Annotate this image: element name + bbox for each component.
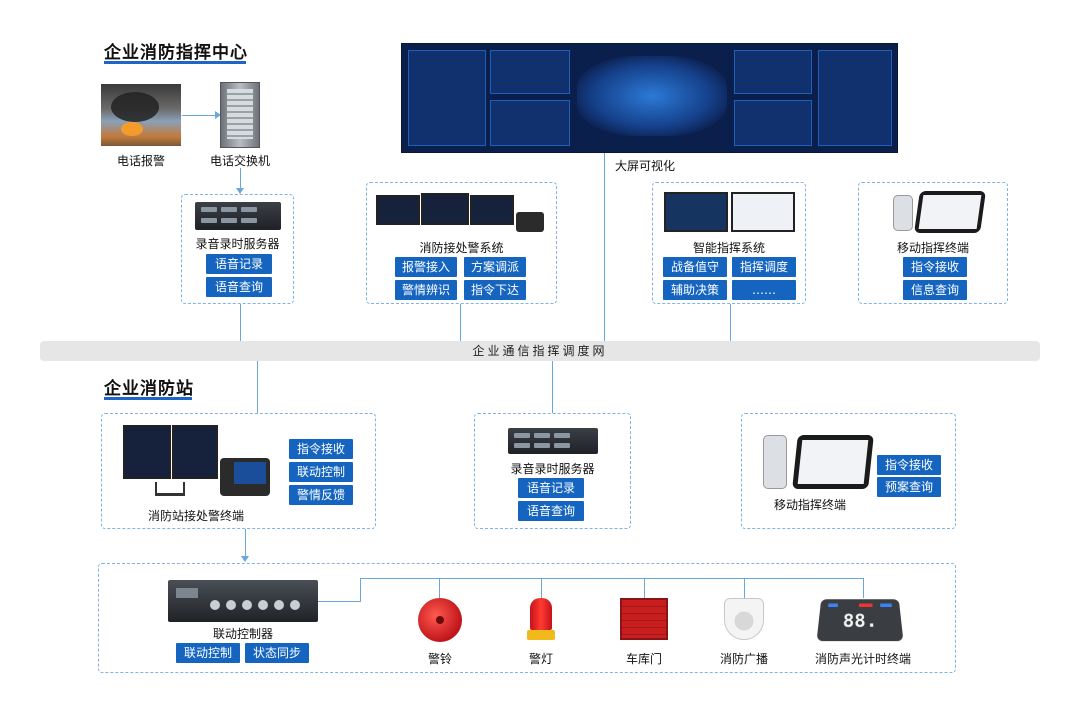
- standby-duty-button[interactable]: 战备值守: [663, 257, 727, 277]
- more-button[interactable]: ……: [732, 280, 796, 300]
- broadcast-label: 消防广播: [719, 652, 768, 666]
- command-issue-button[interactable]: 指令下达: [464, 280, 526, 300]
- station-voice-record-button[interactable]: 语音记录: [518, 478, 584, 498]
- arrow-right-icon: [215, 111, 221, 119]
- station-linkage-control-button[interactable]: 联动控制: [289, 462, 353, 482]
- incident-identify-button[interactable]: 警情辨识: [395, 280, 457, 300]
- alarm-access-button[interactable]: 报警接入: [395, 257, 457, 277]
- station-recorder-label: 录音录时服务器: [510, 462, 595, 476]
- mobile-phone-image: [893, 195, 913, 231]
- alarm-monitor-center: [421, 193, 469, 225]
- center-command-receive-button[interactable]: 指令接收: [903, 257, 967, 277]
- plan-dispatch-button[interactable]: 方案调派: [464, 257, 526, 277]
- warning-light-label: 警灯: [528, 652, 553, 666]
- network-to-station-recorder-line: [552, 361, 553, 413]
- arrow-down-icon: [241, 556, 249, 562]
- big-screen-visualization: [401, 43, 898, 153]
- sound-light-timer-label: 消防声光计时终端: [814, 652, 911, 666]
- bus-to-garage: [644, 578, 645, 598]
- controller-bus-riser: [360, 578, 361, 602]
- plan-query-button[interactable]: 预案查询: [877, 477, 941, 497]
- alarm-system-label: 消防接处警系统: [419, 241, 504, 255]
- center-mobile-label: 移动指挥终端: [896, 241, 969, 255]
- broadcast-speaker-icon: [724, 598, 764, 640]
- station-desk-phone-icon: [220, 458, 270, 496]
- station-tablet-image: [792, 435, 874, 489]
- device-bus-line: [360, 578, 864, 579]
- desk-phone-icon: [516, 212, 544, 232]
- switch-to-recorder-line: [240, 168, 241, 192]
- arrow-down-icon: [236, 188, 244, 194]
- communication-network-bar: 企业通信指挥调度网: [40, 341, 1040, 361]
- alarm-bell-label: 警铃: [427, 652, 452, 666]
- recorder-to-network-line: [240, 304, 241, 342]
- station-voice-query-button[interactable]: 语音查询: [518, 501, 584, 521]
- terminal-to-devices-line: [245, 529, 246, 558]
- station-command-receive-button[interactable]: 指令接收: [289, 439, 353, 459]
- station-terminal-label: 消防站接处警终端: [147, 509, 244, 523]
- decision-support-button[interactable]: 辅助决策: [663, 280, 727, 300]
- device-linkage-control-button[interactable]: 联动控制: [176, 643, 240, 663]
- bus-to-bell: [439, 578, 440, 598]
- bus-to-light: [541, 578, 542, 598]
- timer-display: 88.: [842, 610, 878, 632]
- incident-feedback-button[interactable]: 警情反馈: [289, 485, 353, 505]
- command-monitor-right: [731, 192, 795, 232]
- command-system-to-network-line: [730, 304, 731, 342]
- alarm-to-switch-line: [182, 115, 218, 116]
- warning-light-icon: [530, 598, 552, 630]
- phone-alarm-image: [101, 84, 181, 146]
- center-recorder-label: 录音录时服务器: [195, 237, 280, 251]
- command-system-label: 智能指挥系统: [692, 241, 765, 255]
- controller-output-line: [318, 601, 360, 602]
- sound-light-timer-icon: 88.: [816, 599, 904, 642]
- alarm-monitor-right: [470, 195, 514, 225]
- monitor-stand: [155, 482, 185, 496]
- info-query-button[interactable]: 信息查询: [903, 280, 967, 300]
- station-title: 企业消防站: [104, 379, 194, 399]
- garage-door-icon: [620, 598, 668, 640]
- recorder-server-image: [195, 202, 281, 230]
- bus-to-broadcast: [744, 578, 745, 598]
- center-title: 企业消防指挥中心: [104, 43, 248, 63]
- big-screen-label: 大屏可视化: [614, 159, 675, 173]
- center-title-underline: [104, 61, 246, 64]
- alarm-bell-icon: [418, 598, 462, 642]
- status-sync-button[interactable]: 状态同步: [245, 643, 309, 663]
- station-monitor-left: [123, 425, 171, 479]
- station-mobile-label: 移动指挥终端: [773, 498, 846, 512]
- station-monitor-right: [172, 425, 218, 479]
- station-mobile-phone-image: [763, 435, 787, 489]
- alarm-system-to-network-line: [460, 304, 461, 342]
- phone-alarm-label: 电话报警: [116, 154, 165, 168]
- linkage-controller-image: [168, 580, 318, 622]
- linkage-controller-label: 联动控制器: [212, 627, 273, 641]
- command-dispatch-button[interactable]: 指挥调度: [732, 257, 796, 277]
- voice-query-button[interactable]: 语音查询: [206, 277, 272, 297]
- command-monitor-left: [664, 192, 728, 232]
- network-to-station-terminal-line: [257, 361, 258, 413]
- station-title-underline: [104, 397, 192, 400]
- station-recorder-server-image: [508, 428, 598, 454]
- bus-to-timer: [863, 578, 864, 598]
- tablet-image: [914, 191, 986, 233]
- warning-light-base: [527, 630, 555, 640]
- voice-record-button[interactable]: 语音记录: [206, 254, 272, 274]
- phone-switch-image: [220, 82, 260, 148]
- station-mobile-command-receive-button[interactable]: 指令接收: [877, 455, 941, 475]
- phone-switch-label: 电话交换机: [209, 154, 270, 168]
- garage-door-label: 车库门: [625, 652, 662, 666]
- alarm-monitor-left: [376, 195, 420, 225]
- big-screen-to-network-line: [604, 153, 605, 342]
